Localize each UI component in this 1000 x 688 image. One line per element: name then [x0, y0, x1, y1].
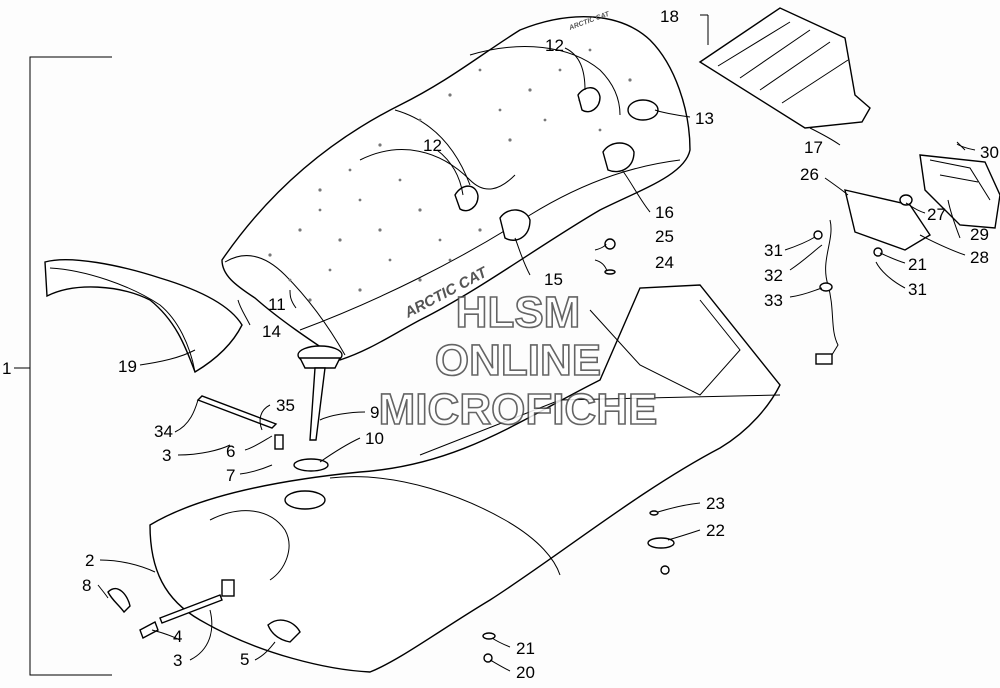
taillight-lens [919, 154, 1000, 229]
nut-25 [604, 238, 616, 250]
grommet-31a [813, 230, 823, 240]
fuel-cap-gasket [293, 458, 329, 472]
washer-21 [482, 632, 496, 640]
callout-30: 30 [980, 143, 999, 162]
callout-3a: 3 [162, 446, 171, 465]
fuel-cap-assembly [284, 345, 343, 510]
callout-32: 32 [764, 266, 783, 285]
screw-22 [660, 565, 670, 575]
grab-handle-front [454, 185, 479, 212]
watermark: HLSM ONLINE MICROFICHE [378, 287, 658, 435]
taillight-housing [844, 189, 931, 251]
washer-23 [649, 510, 659, 516]
bracket-22 [647, 537, 675, 549]
callout-21a: 21 [516, 639, 535, 658]
grab-handle-rear [577, 87, 601, 113]
callout-7: 7 [226, 466, 235, 485]
callout-21b: 21 [908, 255, 927, 274]
leader-lines [97, 14, 976, 672]
callout-3b: 3 [173, 651, 182, 670]
callout-26: 26 [800, 165, 819, 184]
callout-22: 22 [706, 521, 725, 540]
fuel-gauge [267, 619, 301, 643]
watermark-line-3: MICROFICHE [379, 385, 658, 434]
callout-17: 17 [804, 138, 823, 157]
callout-14: 14 [262, 322, 281, 341]
callout-20: 20 [516, 663, 535, 682]
callout-29: 29 [970, 225, 989, 244]
callout-16: 16 [655, 203, 674, 222]
watermark-line-1: HLSM [456, 288, 581, 337]
grommet-33 [819, 282, 833, 292]
callout-33: 33 [764, 291, 783, 310]
fuel-line [107, 395, 301, 643]
callout-24: 24 [655, 253, 674, 272]
callout-25: 25 [655, 227, 674, 246]
callout-19: 19 [118, 357, 137, 376]
watermark-line-2: ONLINE [435, 336, 601, 385]
bulb [899, 194, 913, 206]
callout-5: 5 [240, 650, 249, 669]
callout-31a: 31 [764, 241, 783, 260]
callout-12b: 12 [423, 136, 442, 155]
callout-11: 11 [268, 295, 286, 314]
callout-23: 23 [706, 494, 725, 513]
assembly-bracket [14, 56, 112, 676]
callout-12a: 12 [545, 36, 564, 55]
callout-1: 1 [2, 359, 11, 378]
callout-4: 4 [173, 627, 182, 646]
callout-15: 15 [544, 270, 563, 289]
callout-labels: 1 2 3 3 4 5 6 7 8 9 10 11 12 12 13 14 15… [2, 7, 999, 682]
callout-2: 2 [85, 551, 94, 570]
clamp [107, 587, 131, 614]
grommet-31b [873, 247, 883, 257]
callout-34: 34 [154, 422, 173, 441]
callout-27: 27 [927, 205, 946, 224]
callout-18: 18 [660, 7, 679, 26]
fitting [139, 621, 159, 639]
connector [815, 353, 833, 365]
callout-8: 8 [82, 576, 91, 595]
rear-cover [44, 259, 243, 374]
callout-6: 6 [226, 442, 235, 461]
storage-tray [698, 7, 871, 129]
seat-cap-13 [627, 99, 659, 121]
seat-base-pan [149, 284, 781, 673]
callout-9: 9 [370, 403, 379, 422]
washer-24 [604, 269, 616, 275]
fuel-filler-neck [284, 490, 326, 510]
callout-10: 10 [365, 429, 384, 448]
callout-35: 35 [276, 396, 295, 415]
callout-31b: 31 [908, 280, 927, 299]
seat-cap-16 [602, 142, 635, 173]
callout-13: 13 [695, 109, 714, 128]
callout-28: 28 [970, 248, 989, 267]
seat-cap-15 [499, 209, 531, 241]
